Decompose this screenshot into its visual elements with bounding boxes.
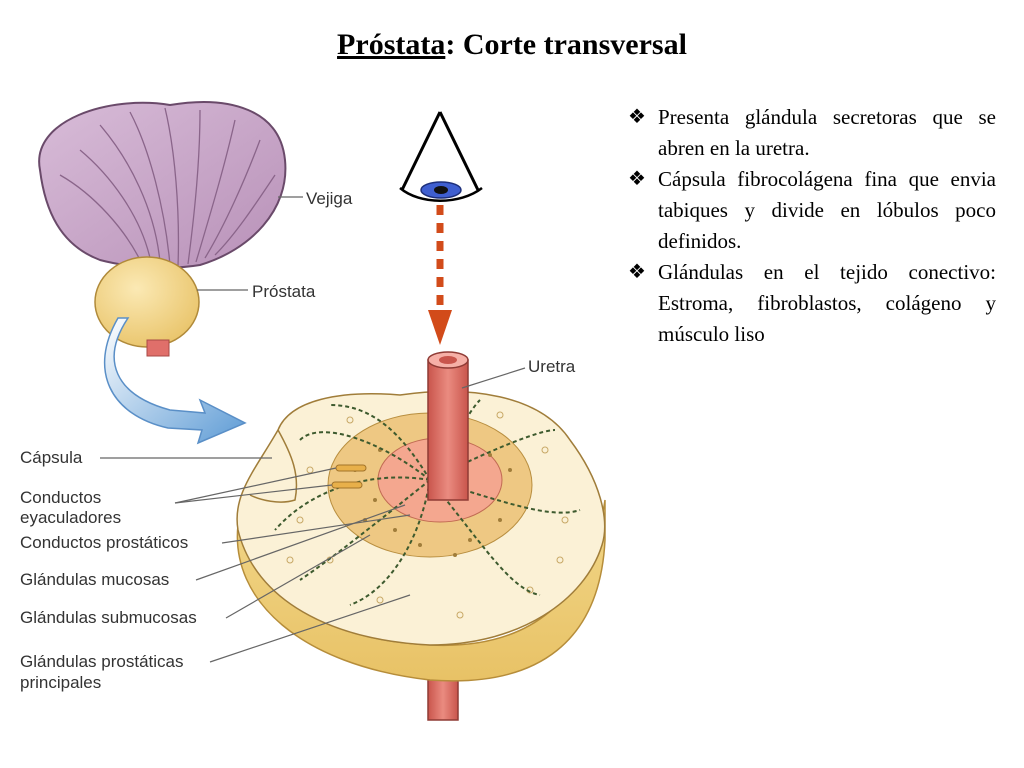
diamond-bullet-icon: ❖ bbox=[628, 168, 646, 190]
label-conductos-prostaticos: Conductos prostáticos bbox=[20, 533, 188, 552]
label-vejiga: Vejiga bbox=[306, 189, 353, 208]
bullet-item: ❖ Cápsula fibrocolágena fina que envia ta… bbox=[628, 164, 996, 257]
label-conductos-eyaculadores-line1: Conductos bbox=[20, 488, 101, 507]
label-glandulas-principales-line2: principales bbox=[20, 673, 101, 692]
label-uretra: Uretra bbox=[528, 357, 576, 376]
title-rest: : Corte transversal bbox=[445, 28, 687, 61]
label-capsula: Cápsula bbox=[20, 448, 83, 467]
label-glandulas-principales-line1: Glándulas prostáticas bbox=[20, 652, 183, 671]
title-word-prostata: Próstata bbox=[337, 28, 446, 61]
bullet-text: Glándulas en el tejido conectivo: Estrom… bbox=[658, 260, 996, 346]
curved-arrow-icon bbox=[103, 317, 247, 445]
label-conductos-eyaculadores-line2: eyaculadores bbox=[20, 508, 121, 527]
bullet-text: Cápsula fibrocolágena fina que envia tab… bbox=[658, 167, 996, 253]
diamond-bullet-icon: ❖ bbox=[628, 106, 646, 128]
diamond-bullet-icon: ❖ bbox=[628, 261, 646, 283]
label-prostata: Próstata bbox=[252, 282, 316, 301]
prostate-cross-section bbox=[236, 351, 606, 721]
bullet-list: ❖ Presenta glándula secretoras que se abr… bbox=[628, 102, 996, 350]
label-glandulas-submucosas: Glándulas submucosas bbox=[20, 608, 197, 627]
label-glandulas-mucosas: Glándulas mucosas bbox=[20, 570, 169, 589]
bullet-text: Presenta glándula secretoras que se abre… bbox=[658, 105, 996, 160]
view-direction-arrow-icon bbox=[428, 205, 452, 345]
bullet-item: ❖ Glándulas en el tejido conectivo: Estro… bbox=[628, 257, 996, 350]
page-title: Próstata: Corte transversal bbox=[0, 28, 1024, 62]
bladder-illustration bbox=[38, 101, 287, 269]
eye-icon bbox=[399, 111, 483, 202]
bullet-item: ❖ Presenta glándula secretoras que se abr… bbox=[628, 102, 996, 164]
